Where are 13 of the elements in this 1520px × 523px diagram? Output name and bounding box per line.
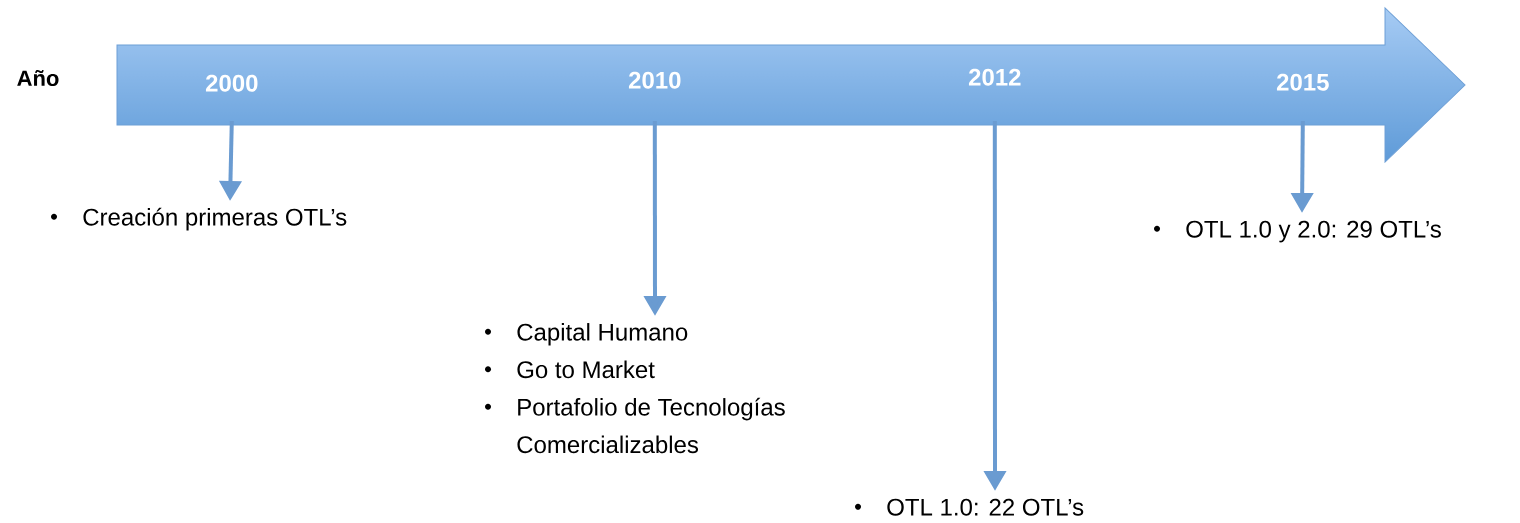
bullet-list: Creación primeras OTL’s (51, 207, 347, 231)
year-label: 2000 (205, 74, 258, 92)
bullet-list: OTL 1.0 y 2.0: 29 OTL’s (1154, 220, 1441, 243)
bullet-list: OTL 1.0: 22 OTL’s (855, 498, 1084, 516)
node-label: Capital Humano (517, 323, 688, 346)
bullet-list: Capital Humano Go to Market Portafolio de Tecnologías Comercializables (485, 323, 785, 454)
node-label: Portafolio de Tecnologías Comercializables (517, 397, 785, 454)
year-label: 2012 (968, 68, 1021, 86)
year-label: 2010 (628, 71, 681, 89)
timeline-arrow (116, 7, 1466, 163)
axis-label: Año (17, 69, 59, 87)
node-label: Go to Market (517, 360, 655, 379)
year-label: 2015 (1276, 73, 1329, 91)
